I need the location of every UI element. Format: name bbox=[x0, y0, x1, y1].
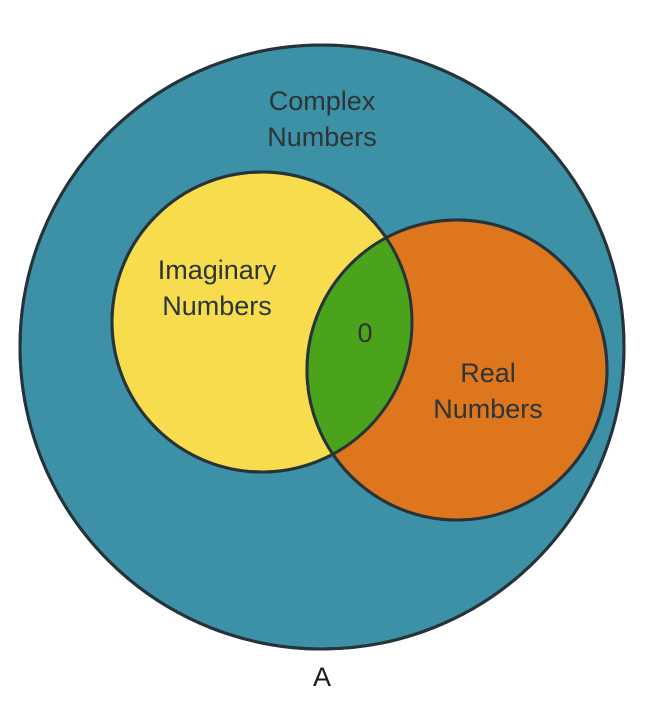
imaginary-numbers-label-line1: Imaginary bbox=[158, 255, 277, 285]
complex-numbers-label-line1: Complex bbox=[269, 86, 376, 116]
real-numbers-outline bbox=[305, 218, 609, 522]
zero-label: 0 bbox=[357, 318, 372, 348]
imaginary-numbers-label-line2: Numbers bbox=[162, 291, 272, 321]
complex-numbers-label-line2: Numbers bbox=[267, 122, 377, 152]
complex-numbers-outline bbox=[18, 43, 626, 651]
real-numbers-label-line2: Numbers bbox=[433, 394, 543, 424]
diagram-caption: A bbox=[313, 662, 331, 692]
real-numbers-label-line1: Real bbox=[460, 358, 516, 388]
imaginary-numbers-outline bbox=[110, 170, 414, 474]
